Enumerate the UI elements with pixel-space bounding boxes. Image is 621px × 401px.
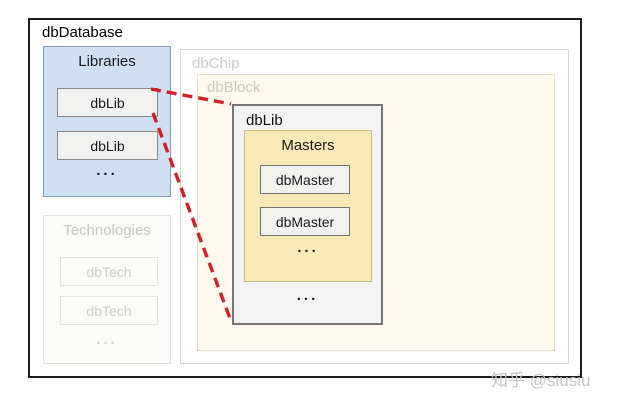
- masters-ellipsis: ...: [297, 239, 319, 256]
- lib-detail-label: dbLib: [246, 112, 283, 129]
- chip-label: dbChip: [192, 55, 240, 72]
- database-box: dbDatabase Libraries dbLib dbLib ... Tec…: [28, 18, 582, 378]
- block-box: dbBlock dbLib Masters dbMaster dbMaster …: [197, 74, 555, 351]
- library-item: dbLib: [57, 131, 158, 160]
- watermark: 知乎 @siusiu: [491, 371, 591, 390]
- technologies-ellipsis: ...: [96, 331, 118, 348]
- masters-group: Masters dbMaster dbMaster ...: [244, 130, 372, 282]
- chip-box: dbChip dbBlock dbLib Masters dbMaster db…: [180, 49, 569, 364]
- libraries-title: Libraries: [78, 53, 136, 70]
- master-item: dbMaster: [260, 165, 350, 194]
- technologies-group: Technologies dbTech dbTech ...: [43, 215, 171, 364]
- technologies-title: Technologies: [63, 222, 151, 239]
- libraries-group: Libraries dbLib dbLib ...: [43, 46, 171, 197]
- tech-item: dbTech: [60, 257, 158, 286]
- libraries-ellipsis: ...: [96, 162, 118, 179]
- block-label: dbBlock: [207, 79, 261, 96]
- lib-detail-ellipsis: ...: [296, 287, 319, 304]
- library-item: dbLib: [57, 88, 158, 117]
- lib-detail-box: dbLib Masters dbMaster dbMaster ... ...: [232, 104, 383, 325]
- master-item: dbMaster: [260, 207, 350, 236]
- tech-item: dbTech: [60, 296, 158, 325]
- database-label: dbDatabase: [42, 24, 123, 41]
- masters-title: Masters: [281, 137, 335, 154]
